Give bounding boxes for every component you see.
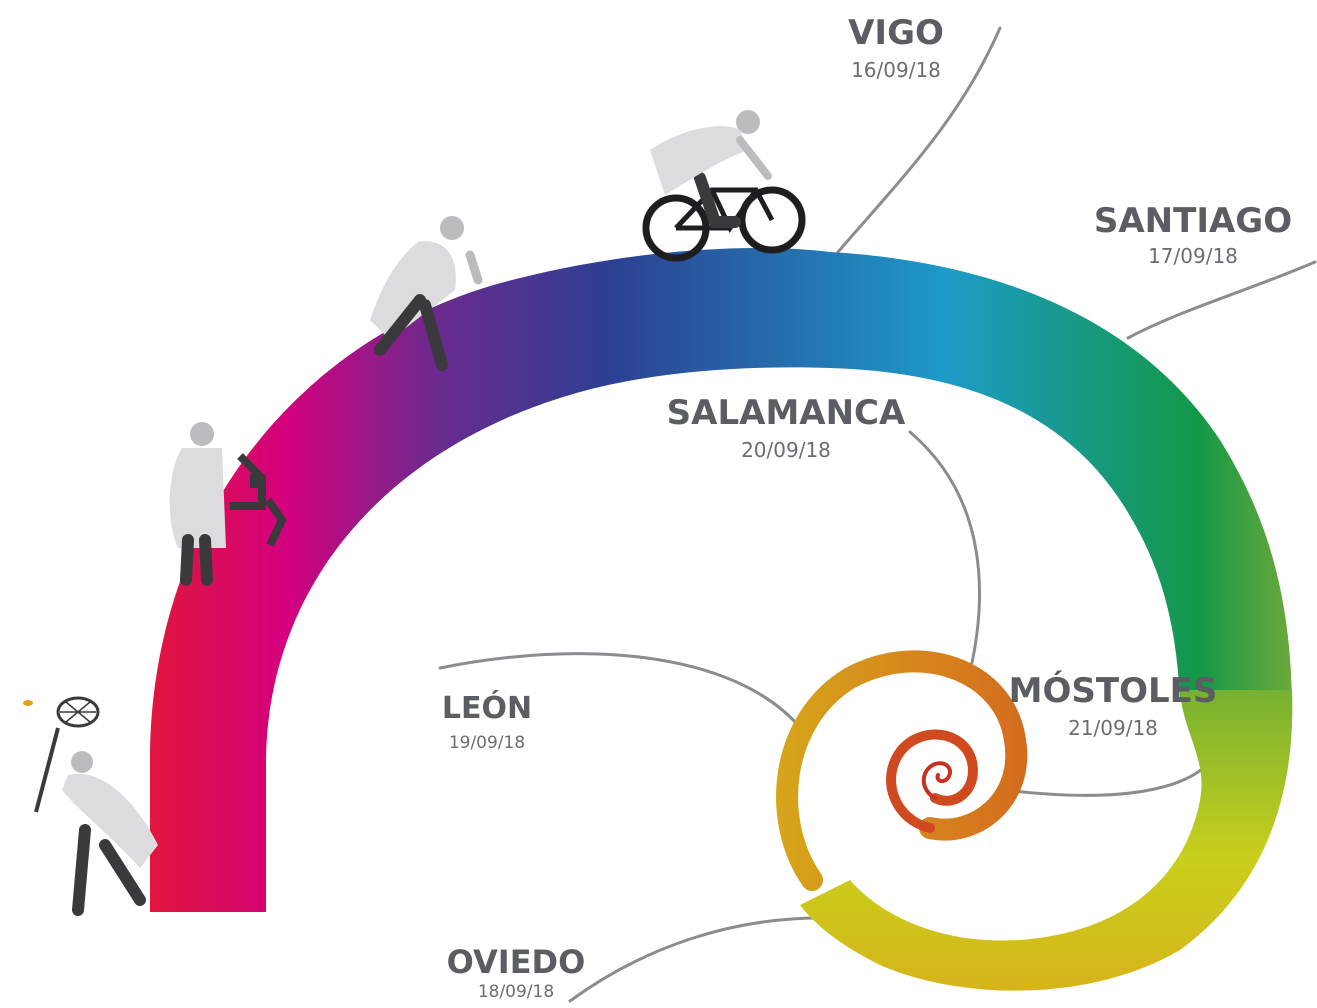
city-date-oviedo: 18/09/18 [477,982,555,1002]
city-date-leon: 19/09/18 [448,733,526,753]
city-date-santiago: 17/09/18 [1148,244,1238,268]
city-date-vigo: 16/09/18 [851,58,941,82]
city-name-santiago: SANTIAGO [1093,201,1293,241]
city-date-salamanca: 20/09/18 [741,438,831,462]
leader-line-salamanca [908,430,981,665]
leader-line-leon [438,652,800,727]
city-name-leon: LEÓN [441,691,533,726]
scientist-with-butterfly-net-icon [23,696,158,916]
leader-line-oviedo [568,916,837,1003]
leader-line-vigo [836,26,1002,254]
spiral-coil-2 [886,729,978,833]
spiral-coil-1 [776,650,1028,891]
scientist-on-bicycle-icon [642,110,806,262]
city-name-mostoles: MÓSTOLES [1008,671,1218,711]
city-name-vigo: VIGO [848,13,944,53]
city-name-oviedo: OVIEDO [446,943,586,981]
spiral-coil-3 [921,761,952,800]
city-date-mostoles: 21/09/18 [1068,716,1158,740]
scientist-running-icon [370,216,483,371]
spiral-outer-band [800,690,1293,991]
rainbow-arch [150,247,1292,912]
city-name-salamanca: SALAMANCA [666,393,906,433]
scientist-with-microscope-icon [169,422,287,586]
leader-line-santiago [1126,260,1317,340]
